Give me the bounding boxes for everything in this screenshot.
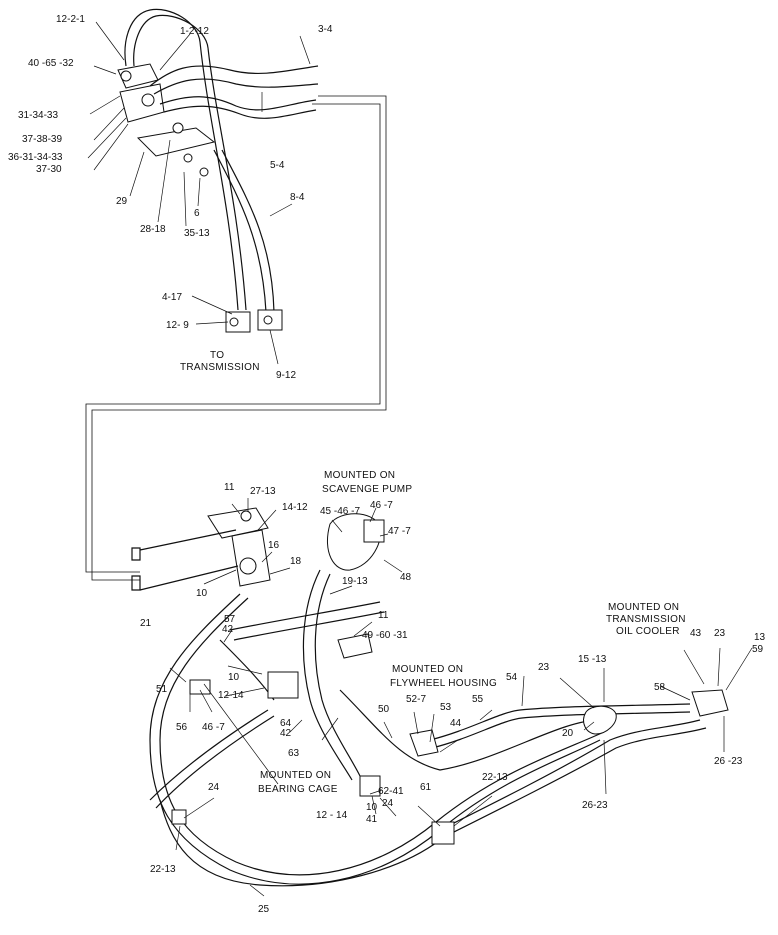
caption-flywheel-housing: MOUNTED ON (392, 664, 463, 675)
label: 47 -7 (388, 526, 411, 537)
label: 42 (222, 624, 234, 635)
label: 8-4 (290, 192, 305, 203)
label: 22-13 (482, 772, 508, 783)
label: 19-13 (342, 576, 368, 587)
captions: TO TRANSMISSION MOUNTED ON SCAVENGE PUMP… (180, 350, 686, 795)
label: 51 (156, 684, 168, 695)
label: 46 -7 (370, 500, 393, 511)
label: 49 -60 -31 (362, 630, 408, 641)
label: 37-38-39 (22, 134, 62, 145)
caption-bearing-cage: MOUNTED ON (260, 770, 331, 781)
leader-lines (87, 21, 753, 897)
label: 4-17 (162, 292, 182, 303)
routing-dashed-line (85, 95, 387, 581)
lower-fittings (171, 633, 729, 845)
label: 24 (208, 782, 220, 793)
label: 1-2-12 (180, 26, 209, 37)
label: 28-18 (140, 224, 166, 235)
caption-transmission-oil-cooler: OIL COOLER (616, 626, 680, 637)
label: 3-4 (318, 24, 333, 35)
label: 25 (258, 904, 270, 915)
label: 62-41 (378, 786, 404, 797)
label: 63 (288, 748, 300, 759)
label: 50 (378, 704, 390, 715)
label: 41 (366, 814, 378, 825)
label: 52-7 (406, 694, 426, 705)
label: 10 (366, 802, 378, 813)
label: 48 (400, 572, 412, 583)
label: 23 (538, 662, 550, 673)
label: 15 -13 (578, 654, 607, 665)
label: 40 -65 -32 (28, 58, 74, 69)
label: 12 - 14 (316, 810, 348, 821)
label: 24 (382, 798, 394, 809)
label: 27-13 (250, 486, 276, 497)
label: 22-13 (150, 864, 176, 875)
label: 9-12 (276, 370, 296, 381)
caption-to-transmission: TO (210, 350, 224, 361)
caption-scavenge-pump: MOUNTED ON (324, 470, 395, 481)
scavenge-pump-assembly (302, 513, 385, 781)
label: 42 (280, 728, 292, 739)
label: 5-4 (270, 160, 285, 171)
label: 10 (228, 672, 240, 683)
caption-flywheel-housing: FLYWHEEL HOUSING (390, 678, 497, 689)
lower-hose-loops (149, 593, 707, 887)
label: 43 (690, 628, 702, 639)
label: 11 (224, 482, 235, 493)
transmission-fittings (225, 309, 283, 333)
label: 54 (506, 672, 518, 683)
label: 57 (224, 614, 236, 625)
label: 45 -46 -7 (320, 506, 360, 517)
label: 26 -23 (714, 756, 743, 767)
label: 26-23 (582, 800, 608, 811)
part-labels: 12-2-1 1-2-12 3-4 40 -65 -32 31-34-33 37… (8, 14, 766, 915)
label: 55 (472, 694, 484, 705)
label: 61 (420, 782, 432, 793)
label: 18 (290, 556, 302, 567)
label: 56 (176, 722, 188, 733)
label: 6 (194, 208, 200, 219)
caption-bearing-cage: BEARING CAGE (258, 784, 338, 795)
label: 59 (752, 644, 764, 655)
label: 36-31-34-33 (8, 152, 63, 163)
label: 13 (754, 632, 766, 643)
label: 64 (280, 718, 292, 729)
label: 11 (378, 610, 389, 621)
label: 35-13 (184, 228, 210, 239)
label: 10 (196, 588, 208, 599)
top-bracket-assembly (117, 63, 216, 177)
label: 12-2-1 (56, 14, 85, 25)
label: 21 (140, 618, 152, 629)
caption-transmission-oil-cooler: TRANSMISSION (606, 614, 686, 625)
label: 20 (562, 728, 574, 739)
label: 44 (450, 718, 462, 729)
label: 46 -7 (202, 722, 225, 733)
label: 29 (116, 196, 128, 207)
label: 12- 9 (166, 320, 189, 331)
top-hoses (124, 8, 319, 313)
caption-to-transmission: TRANSMISSION (180, 362, 260, 373)
caption-transmission-oil-cooler: MOUNTED ON (608, 602, 679, 613)
label: 53 (440, 702, 452, 713)
label: 16 (268, 540, 280, 551)
label: 23 (714, 628, 726, 639)
label: 37-30 (36, 164, 62, 175)
label: 58 (654, 682, 666, 693)
label: 12-14 (218, 690, 244, 701)
label: 31-34-33 (18, 110, 58, 121)
middle-manifold (131, 507, 271, 591)
caption-scavenge-pump: SCAVENGE PUMP (322, 484, 412, 495)
label: 14-12 (282, 502, 308, 513)
